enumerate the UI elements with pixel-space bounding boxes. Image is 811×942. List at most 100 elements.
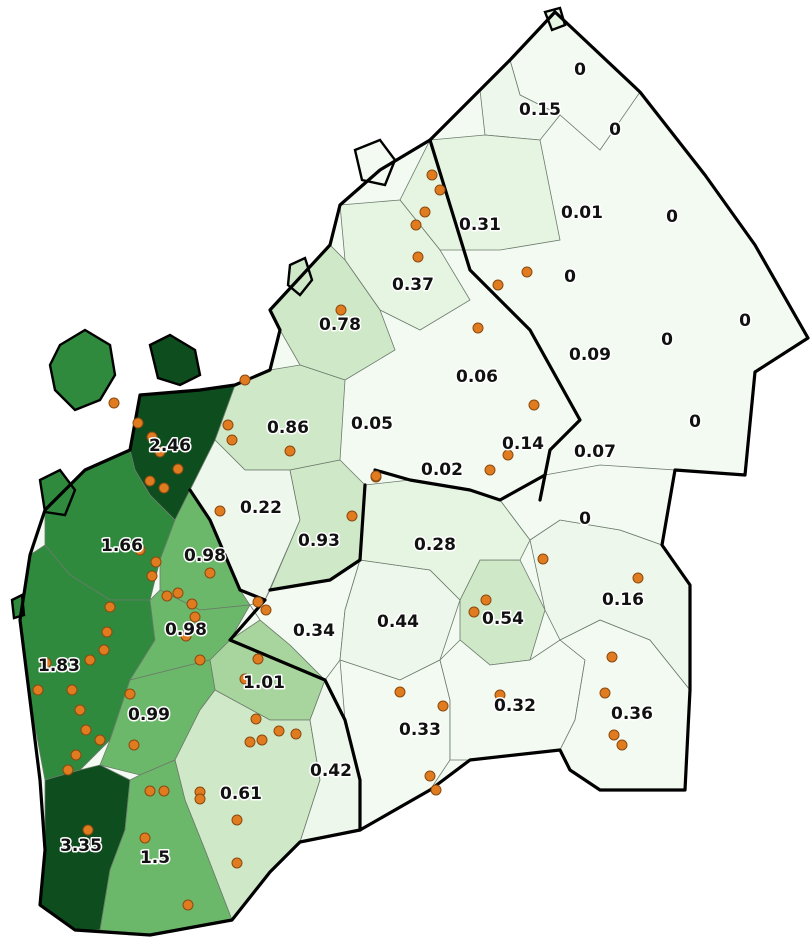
site-marker [158, 482, 170, 494]
site-marker [82, 824, 94, 836]
value-label: 0 [689, 412, 701, 432]
value-label: 0.36 [611, 704, 653, 724]
site-marker [537, 553, 549, 565]
value-label: 0.33 [399, 720, 441, 740]
site-marker [194, 793, 206, 805]
site-marker [231, 857, 243, 869]
district-line-4 [538, 473, 547, 502]
district-line-1 [373, 138, 582, 502]
value-label: 0 [579, 509, 591, 529]
site-marker [492, 279, 504, 291]
site-marker [284, 445, 296, 457]
site-marker [608, 729, 620, 741]
value-label: 0.42 [310, 761, 352, 781]
site-marker [108, 397, 120, 409]
value-label: 0 [661, 330, 673, 350]
site-marker [70, 749, 82, 761]
value-label: 0.15 [519, 100, 561, 120]
site-marker [146, 570, 158, 582]
value-label: 0 [574, 60, 586, 80]
site-marker [434, 184, 446, 196]
value-label: 0.32 [494, 696, 536, 716]
value-label: 0.98 [165, 620, 207, 640]
value-label: 0 [666, 207, 678, 227]
site-marker [128, 739, 140, 751]
site-marker [468, 606, 480, 618]
site-marker [632, 572, 644, 584]
site-marker [94, 734, 106, 746]
value-label: 1.83 [38, 656, 80, 676]
site-marker [150, 556, 162, 568]
site-marker [480, 594, 492, 606]
value-label: 0.14 [502, 434, 544, 454]
site-marker [521, 266, 533, 278]
site-marker [144, 475, 156, 487]
value-label: 0.05 [351, 414, 393, 434]
value-label: 0.16 [602, 590, 644, 610]
site-marker [419, 206, 431, 218]
site-marker [66, 684, 78, 696]
site-marker [252, 596, 264, 608]
site-marker [231, 814, 243, 826]
value-label: 0.22 [240, 498, 282, 518]
site-marker [214, 505, 226, 517]
site-marker [134, 544, 146, 556]
site-marker [132, 417, 144, 429]
site-marker [252, 653, 264, 665]
value-label: 0.01 [561, 203, 603, 223]
value-label: 0.06 [456, 367, 498, 387]
site-marker [430, 784, 442, 796]
site-marker [194, 654, 206, 666]
value-label: 0.31 [459, 215, 501, 235]
site-marker [182, 899, 194, 911]
islet-group-6 [353, 138, 397, 187]
islet-group-3 [38, 468, 77, 517]
outline-coast [18, 10, 810, 937]
site-marker [146, 431, 158, 443]
site-marker [239, 374, 251, 386]
site-marker [80, 724, 92, 736]
site-marker [250, 713, 262, 725]
value-label: 0.78 [319, 315, 361, 335]
value-label: 0.37 [392, 275, 434, 295]
site-marker [189, 611, 201, 623]
site-marker [616, 739, 628, 751]
site-marker [40, 657, 52, 669]
site-marker [412, 251, 424, 263]
site-marker [204, 567, 216, 579]
site-marker [426, 169, 438, 181]
site-marker [290, 728, 302, 740]
site-marker [256, 734, 268, 746]
site-marker [222, 419, 234, 431]
value-label: 0.44 [377, 612, 419, 632]
site-marker [260, 604, 272, 616]
value-label: 0 [739, 311, 751, 331]
value-label: 0.34 [293, 621, 335, 641]
value-label: 0.98 [184, 546, 226, 566]
value-label: 3.35 [60, 836, 102, 856]
site-marker [172, 587, 184, 599]
value-label: 0.09 [569, 345, 611, 365]
site-marker [32, 684, 44, 696]
site-marker [528, 399, 540, 411]
site-marker [139, 832, 151, 844]
site-marker [98, 644, 110, 656]
site-marker [101, 626, 113, 638]
site-marker [186, 598, 198, 610]
site-marker [158, 785, 170, 797]
value-label: 1.01 [243, 673, 285, 693]
value-label: 2.46 [149, 436, 191, 456]
islet-group-7 [543, 6, 567, 32]
site-marker [226, 434, 238, 446]
site-marker [410, 219, 422, 231]
district-line-3 [268, 483, 367, 592]
site-marker [124, 688, 136, 700]
site-marker [172, 463, 184, 475]
site-marker [370, 470, 382, 482]
site-marker [335, 304, 347, 316]
site-marker [180, 630, 192, 642]
value-label: 1.5 [140, 848, 170, 868]
value-label: 0 [609, 120, 621, 140]
value-label: 0.61 [220, 784, 262, 804]
site-marker [394, 686, 406, 698]
